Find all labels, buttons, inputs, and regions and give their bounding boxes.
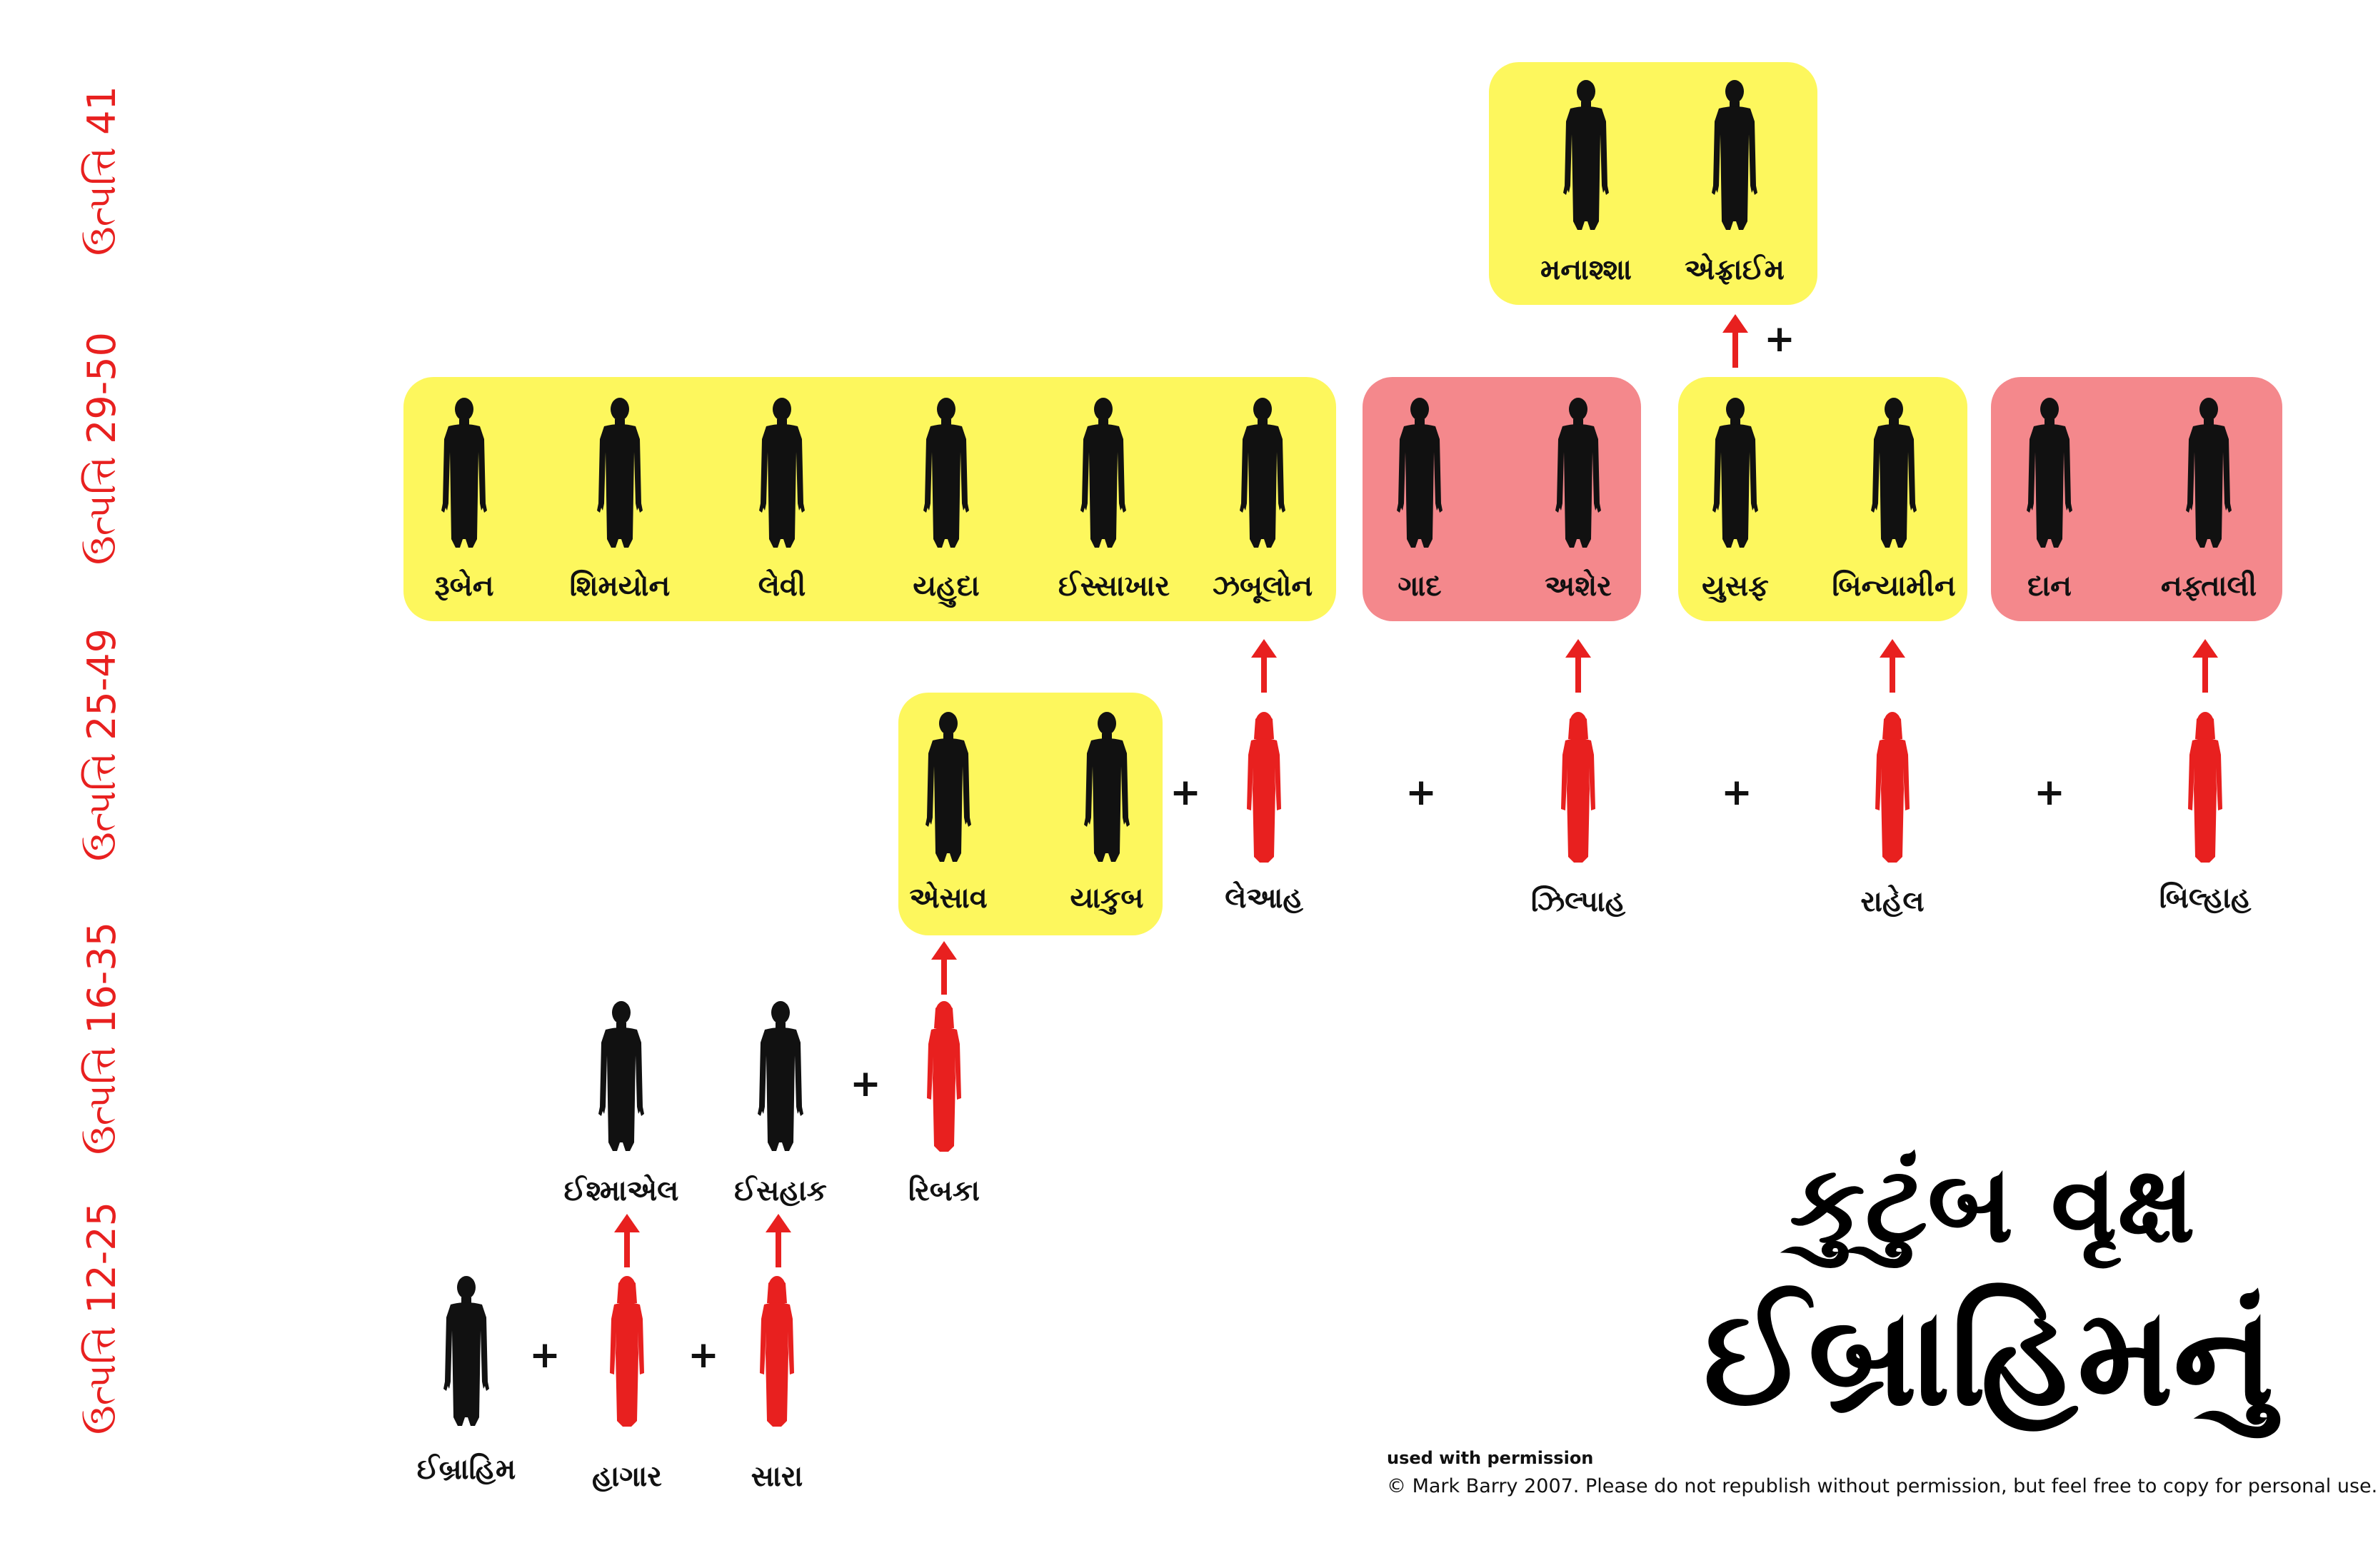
arrow-up-icon xyxy=(766,1214,791,1267)
copyright-note: © Mark Barry 2007. Please do not republi… xyxy=(1387,1475,2378,1497)
title-of-abraham: ઈબ્રાહિમનું xyxy=(1703,1278,2274,1436)
man-figure-naphtali xyxy=(2186,398,2232,548)
name-dan: દાન xyxy=(2027,570,2072,603)
name-zilpah: ઝિલ્પાહ xyxy=(1530,885,1626,918)
man-figure-gad xyxy=(1397,398,1443,548)
arrow-up-icon xyxy=(2192,639,2218,693)
name-issachar: ઈસ્સાખાર xyxy=(1058,570,1170,603)
man-figure-ishmael xyxy=(598,1001,644,1151)
arrow-up-icon xyxy=(1722,314,1748,368)
plus-sign: + xyxy=(688,1334,719,1377)
man-figure-joseph xyxy=(1712,398,1758,548)
woman-figure-leah xyxy=(1247,712,1281,863)
woman-figure-rachel xyxy=(1875,712,1910,863)
man-figure-jacob xyxy=(1084,712,1130,862)
arrow-up-icon xyxy=(1251,639,1277,693)
man-figure-asher xyxy=(1555,398,1601,548)
name-isaac: ઈસહાક xyxy=(734,1175,827,1207)
group-box-leah-sons xyxy=(403,377,1336,621)
man-figure-benjamin xyxy=(1871,398,1917,548)
name-judah: યહુદા xyxy=(913,570,980,603)
plus-sign: + xyxy=(1405,771,1437,814)
name-ephraim: એફ્રાઈમ xyxy=(1685,253,1785,286)
name-rebekah: રિબકા xyxy=(908,1175,980,1207)
name-reuben: રૂબેન xyxy=(434,570,494,603)
plus-sign: + xyxy=(2034,771,2065,814)
plus-sign: + xyxy=(850,1062,881,1105)
name-gad: ગાદ xyxy=(1398,570,1442,603)
woman-figure-sarah xyxy=(760,1276,794,1427)
name-levi: લેવી xyxy=(758,570,806,603)
woman-figure-hagar xyxy=(610,1276,644,1427)
arrow-up-icon xyxy=(614,1214,640,1267)
woman-figure-zilpah xyxy=(1561,712,1595,863)
name-leah: લેઆહ xyxy=(1225,882,1303,915)
man-figure-simeon xyxy=(597,398,643,548)
permission-note: used with permission xyxy=(1387,1448,1594,1468)
name-abraham: ઈબ્રાહિમ xyxy=(416,1453,516,1486)
ref-genesis-12-25: ઉત્પત્તિ 12-25 xyxy=(79,1202,124,1434)
name-manasseh: મનાશ્શા xyxy=(1540,253,1632,286)
group-box-manasseh-ephraim xyxy=(1489,62,1817,305)
name-asher: અશેર xyxy=(1545,570,1612,603)
plus-sign: + xyxy=(1170,771,1201,814)
plus-sign: + xyxy=(1721,771,1752,814)
plus-sign: + xyxy=(529,1334,561,1377)
man-figure-esau xyxy=(925,712,971,862)
man-figure-reuben xyxy=(441,398,487,548)
plus-sign: + xyxy=(1764,318,1795,361)
ref-genesis-25-49: ઉત્પત્તિ 25-49 xyxy=(79,628,124,861)
woman-figure-bilhah xyxy=(2188,712,2222,863)
name-simeon: શિમયોન xyxy=(569,570,671,603)
man-figure-isaac xyxy=(758,1001,803,1151)
name-esau: એસાવ xyxy=(909,882,988,915)
arrow-up-icon xyxy=(931,941,957,995)
name-hagar: હાગાર xyxy=(592,1460,662,1493)
title-family-tree: કુટુંબ વૃક્ષ xyxy=(1789,1142,2196,1267)
woman-figure-rebekah xyxy=(927,1001,961,1152)
man-figure-abraham xyxy=(443,1276,489,1426)
name-bilhah: બિલ્હાહ xyxy=(2159,882,2252,915)
ref-genesis-16-35: ઉત્પત્તિ 16-35 xyxy=(79,922,124,1155)
name-jacob: યાકુબ xyxy=(1070,882,1144,915)
name-benjamin: બિન્યામીન xyxy=(1832,570,1956,603)
ref-genesis-41: ઉત્પત્તિ 41 xyxy=(79,86,124,256)
ref-genesis-29-50: ઉત્પત્તિ 29-50 xyxy=(79,332,124,565)
name-ishmael: ઈશ્માએલ xyxy=(563,1175,679,1207)
name-joseph: યુસફ xyxy=(1702,570,1769,603)
man-figure-ephraim xyxy=(1712,80,1757,230)
man-figure-levi xyxy=(759,398,805,548)
arrow-up-icon xyxy=(1565,639,1591,693)
man-figure-issachar xyxy=(1080,398,1126,548)
arrow-up-icon xyxy=(1880,639,1905,693)
name-zebulun: ઝબૂલોન xyxy=(1212,570,1313,603)
man-figure-dan xyxy=(2027,398,2072,548)
man-figure-zebulun xyxy=(1240,398,1285,548)
man-figure-judah xyxy=(923,398,969,548)
name-rachel: રાહેલ xyxy=(1860,885,1925,918)
man-figure-manasseh xyxy=(1563,80,1609,230)
name-naphtali: નફ્તાલી xyxy=(2160,570,2257,603)
name-sarah: સારા xyxy=(751,1460,803,1493)
